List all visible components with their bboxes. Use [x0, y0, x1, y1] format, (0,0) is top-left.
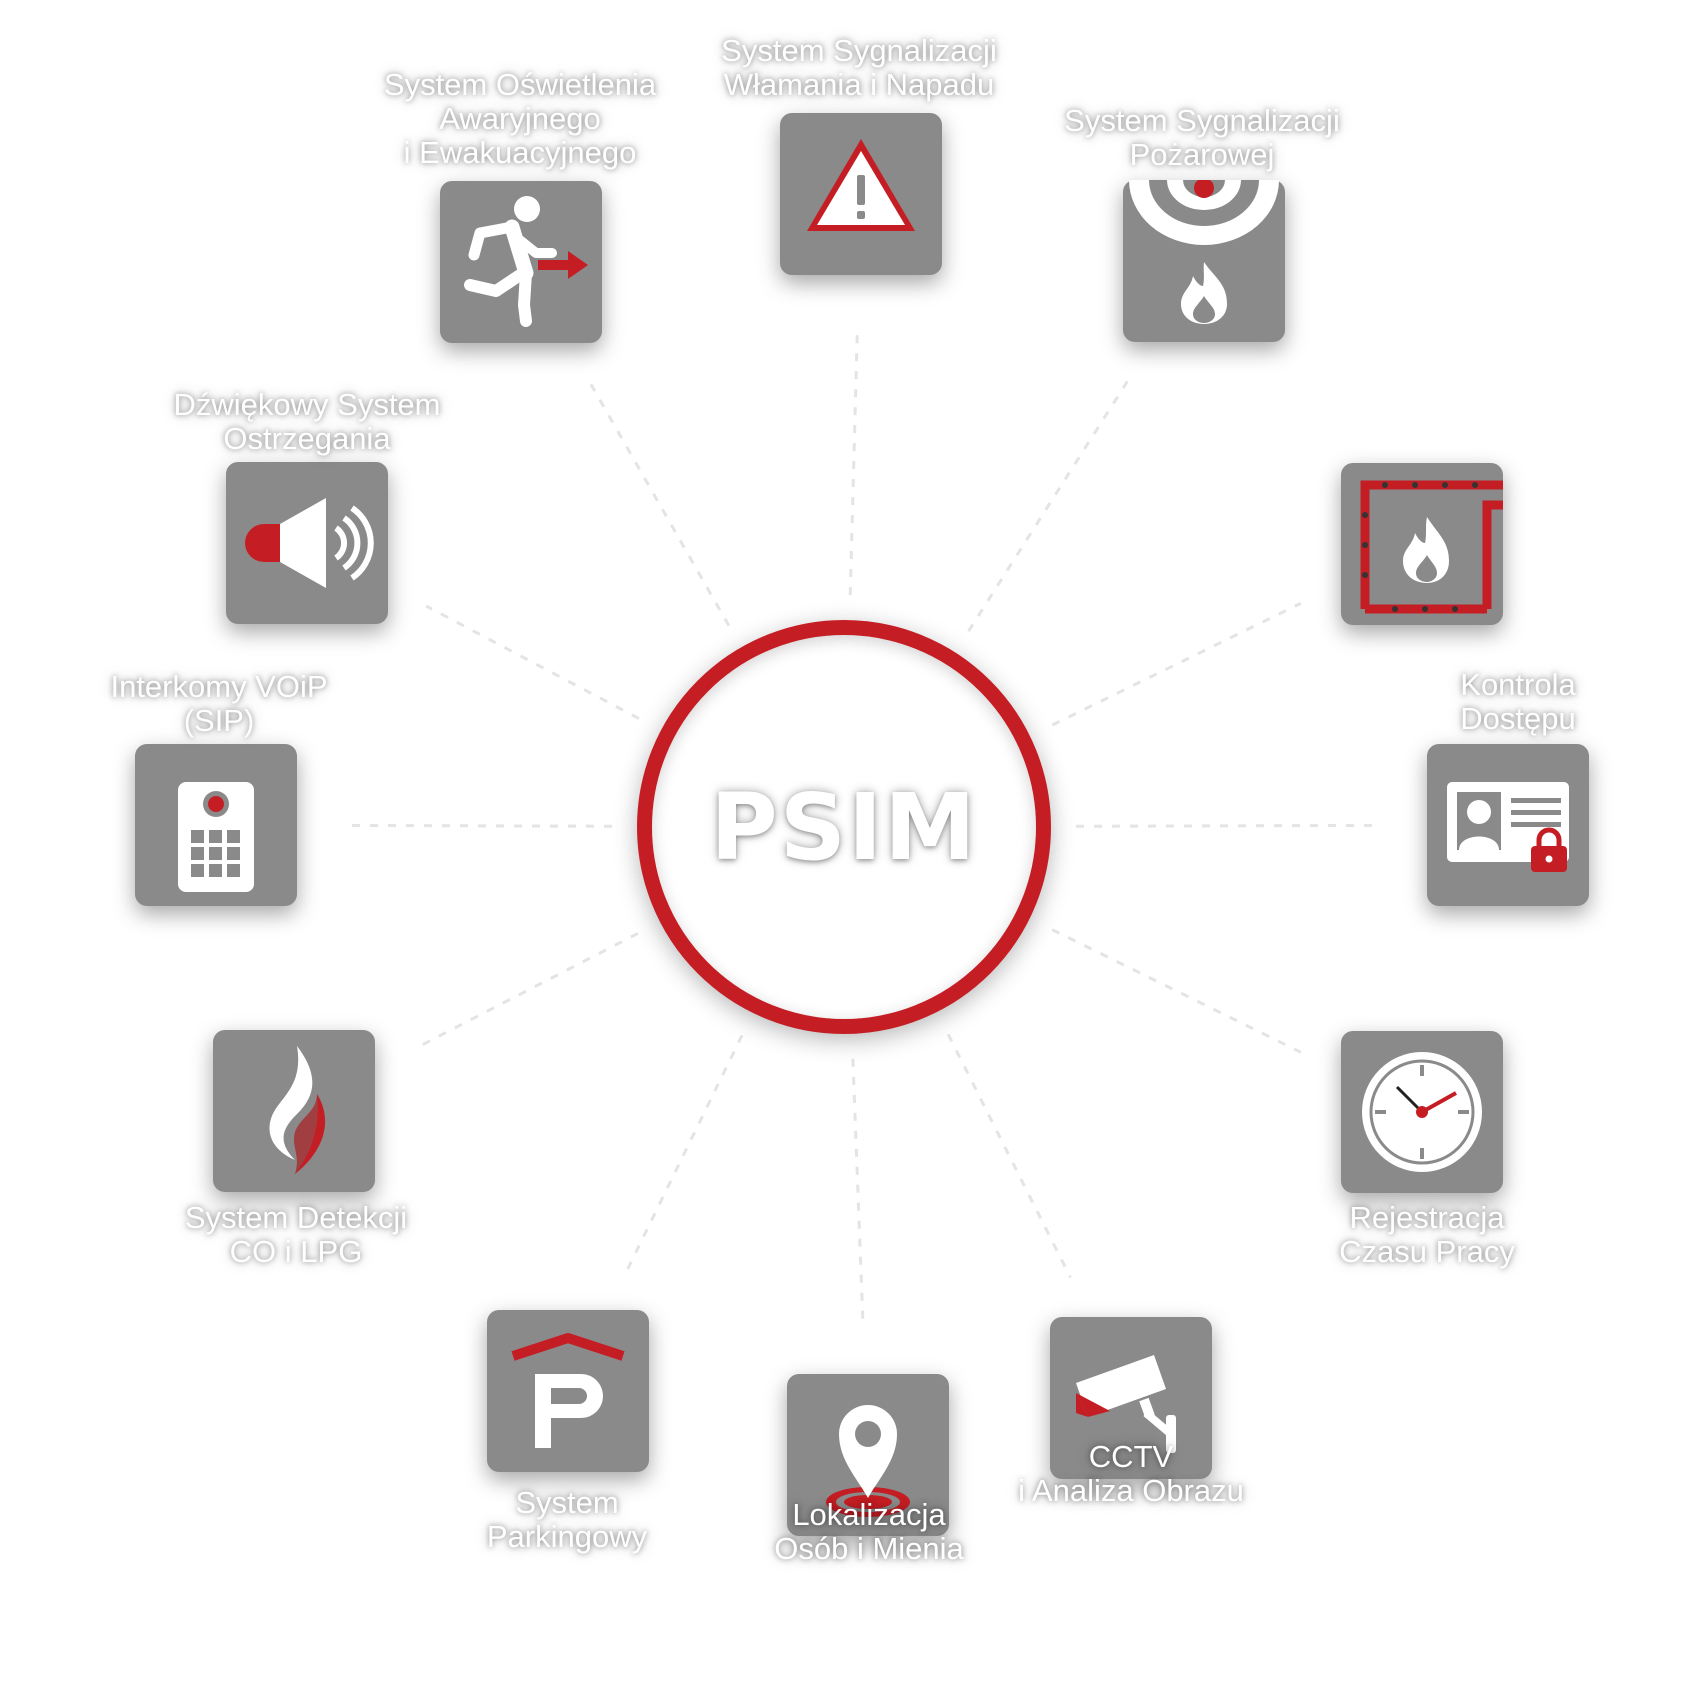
- intrusion-alarm-tile[interactable]: [780, 113, 942, 275]
- psim-center-circle[interactable]: PSIM: [637, 620, 1051, 1034]
- psim-label: PSIM: [710, 773, 978, 881]
- connector-line: [1075, 823, 1374, 828]
- label-line: Osób i Mienia: [774, 1531, 964, 1566]
- intercom-tile[interactable]: [135, 744, 297, 906]
- gas-detection-tile[interactable]: [213, 1030, 375, 1192]
- id-card-lock-icon: [1447, 782, 1569, 872]
- parking-icon: [511, 1333, 625, 1448]
- connector-line: [946, 1033, 1072, 1279]
- label-line: System Detekcji: [184, 1200, 408, 1235]
- access-control-tile[interactable]: [1427, 744, 1589, 906]
- label-line: CCTV: [1088, 1439, 1174, 1474]
- fire-alarm-tile[interactable]: [1123, 180, 1285, 342]
- connector-line: [350, 823, 613, 828]
- label-line: Interkomy VOiP: [110, 669, 328, 704]
- label-line: Włamania i Napadu: [723, 67, 995, 102]
- label-line: CO i LPG: [229, 1234, 363, 1269]
- label-line: System Sygnalizacji: [721, 33, 997, 68]
- loudspeaker-icon: [245, 498, 374, 588]
- label-line: System Sygnalizacji: [1064, 103, 1340, 138]
- intercom-keypad-icon: [178, 782, 254, 892]
- connector-line: [1051, 928, 1302, 1054]
- label-line: System: [515, 1485, 619, 1520]
- fire-zone-icon: [1360, 480, 1503, 614]
- localization-tile[interactable]: [787, 1374, 949, 1536]
- fire-protection-tile[interactable]: [1341, 463, 1503, 625]
- connector-line: [625, 1034, 744, 1271]
- connector-line: [425, 604, 640, 720]
- intercom-label: Interkomy VOiP(SIP): [49, 670, 389, 738]
- connector-line: [851, 1058, 865, 1321]
- connector-line: [848, 328, 859, 596]
- connector-line: [413, 932, 639, 1051]
- label-line: Dostępu: [1460, 701, 1576, 736]
- label-line: Lokalizacja: [792, 1497, 946, 1532]
- emergency-lighting-tile[interactable]: [440, 181, 602, 343]
- label-line: Parkingowy: [486, 1519, 648, 1554]
- label-line: Czasu Pracy: [1339, 1234, 1515, 1269]
- running-exit-icon: [464, 196, 588, 327]
- label-line: Awaryjnego: [439, 101, 601, 136]
- connector-line: [586, 378, 731, 627]
- label-line: i Analiza Obrazu: [1018, 1473, 1244, 1508]
- clock-icon: [1362, 1052, 1482, 1172]
- parking-tile[interactable]: [487, 1310, 649, 1472]
- time-registration-tile[interactable]: [1341, 1031, 1503, 1193]
- label-line: System Oświetlenia: [383, 67, 657, 102]
- flame-gas-icon: [269, 1046, 326, 1174]
- label-line: (SIP): [183, 703, 255, 738]
- label-line: Rejestracja: [1349, 1200, 1505, 1235]
- label-line: i Ewakuacyjnego: [403, 135, 637, 170]
- cctv-camera-icon: [1076, 1355, 1176, 1453]
- label-line: Ostrzegania: [223, 421, 391, 456]
- label-line: Dźwiękowy System: [173, 387, 441, 422]
- cctv-tile[interactable]: [1050, 1317, 1212, 1479]
- voice-alarm-tile[interactable]: [226, 462, 388, 624]
- location-pin-icon: [826, 1405, 910, 1517]
- connector-line: [967, 374, 1133, 633]
- warning-triangle-icon: [807, 139, 915, 231]
- label-line: Kontrola: [1460, 667, 1576, 702]
- label-line: Pożarowej: [1129, 137, 1275, 172]
- smoke-detector-fire-icon: [1129, 180, 1279, 324]
- connector-line: [1051, 602, 1302, 727]
